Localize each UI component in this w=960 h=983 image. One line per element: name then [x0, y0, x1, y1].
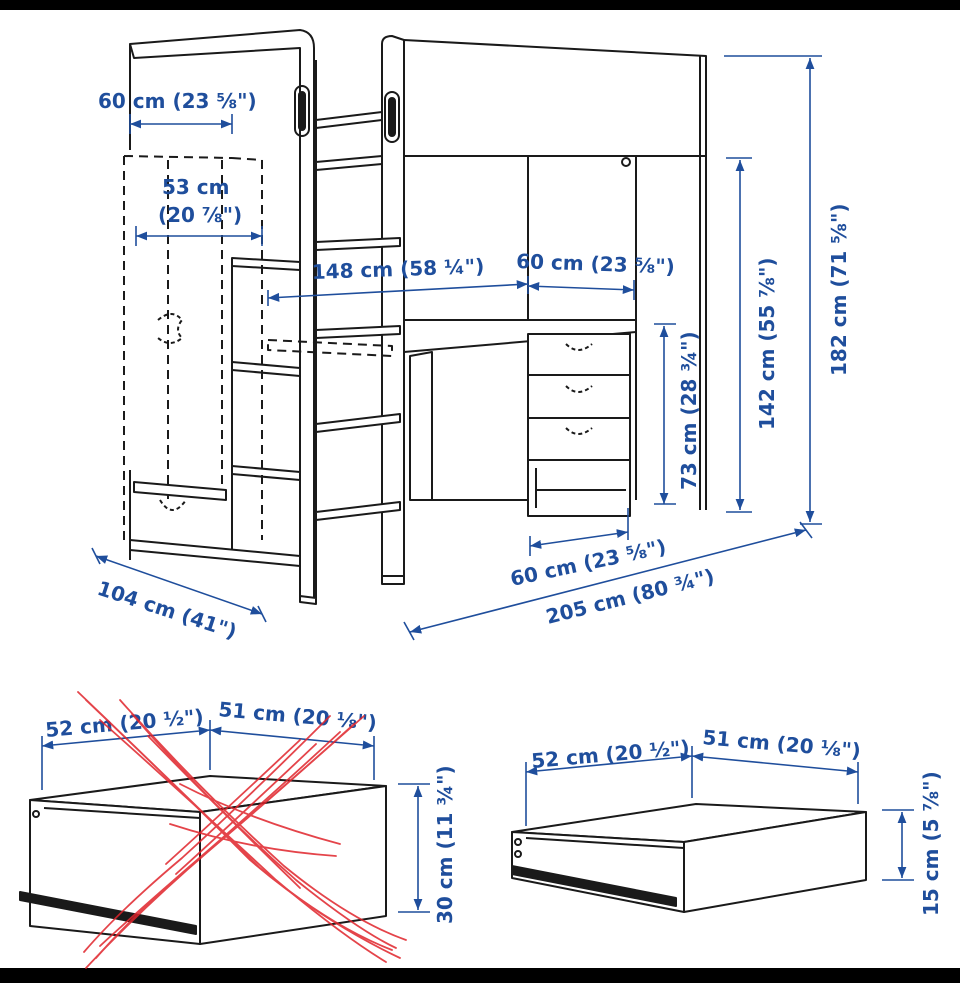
small-drawer-illustration	[511, 803, 867, 913]
large-drawer-illustration	[19, 775, 387, 945]
desk-depth-label: 60 cm (23 ⅝")	[516, 249, 675, 279]
inner-width-in-label: (20 ⅞")	[158, 203, 242, 227]
dimension-lines	[91, 55, 822, 641]
large-drawer-height-label: 30 cm (11 ¾")	[433, 765, 457, 924]
large-drawer-dimension-lines	[41, 720, 430, 913]
inner-width-label: 53 cm	[162, 175, 230, 199]
loft-bed-illustration	[123, 29, 707, 605]
bed-height-label: 142 cm (55 ⅞")	[755, 257, 779, 430]
small-drawer-height-label: 15 cm (5 ⅞")	[919, 771, 943, 916]
desk-height-label: 73 cm (28 ¾")	[677, 331, 701, 490]
cross-out-scribble	[77, 691, 407, 969]
total-height-label: 182 cm (71 ⅝")	[827, 203, 851, 376]
wardrobe-depth-label: 60 cm (23 ⅝")	[98, 89, 257, 113]
small-drawer-dimension-lines	[525, 746, 914, 881]
